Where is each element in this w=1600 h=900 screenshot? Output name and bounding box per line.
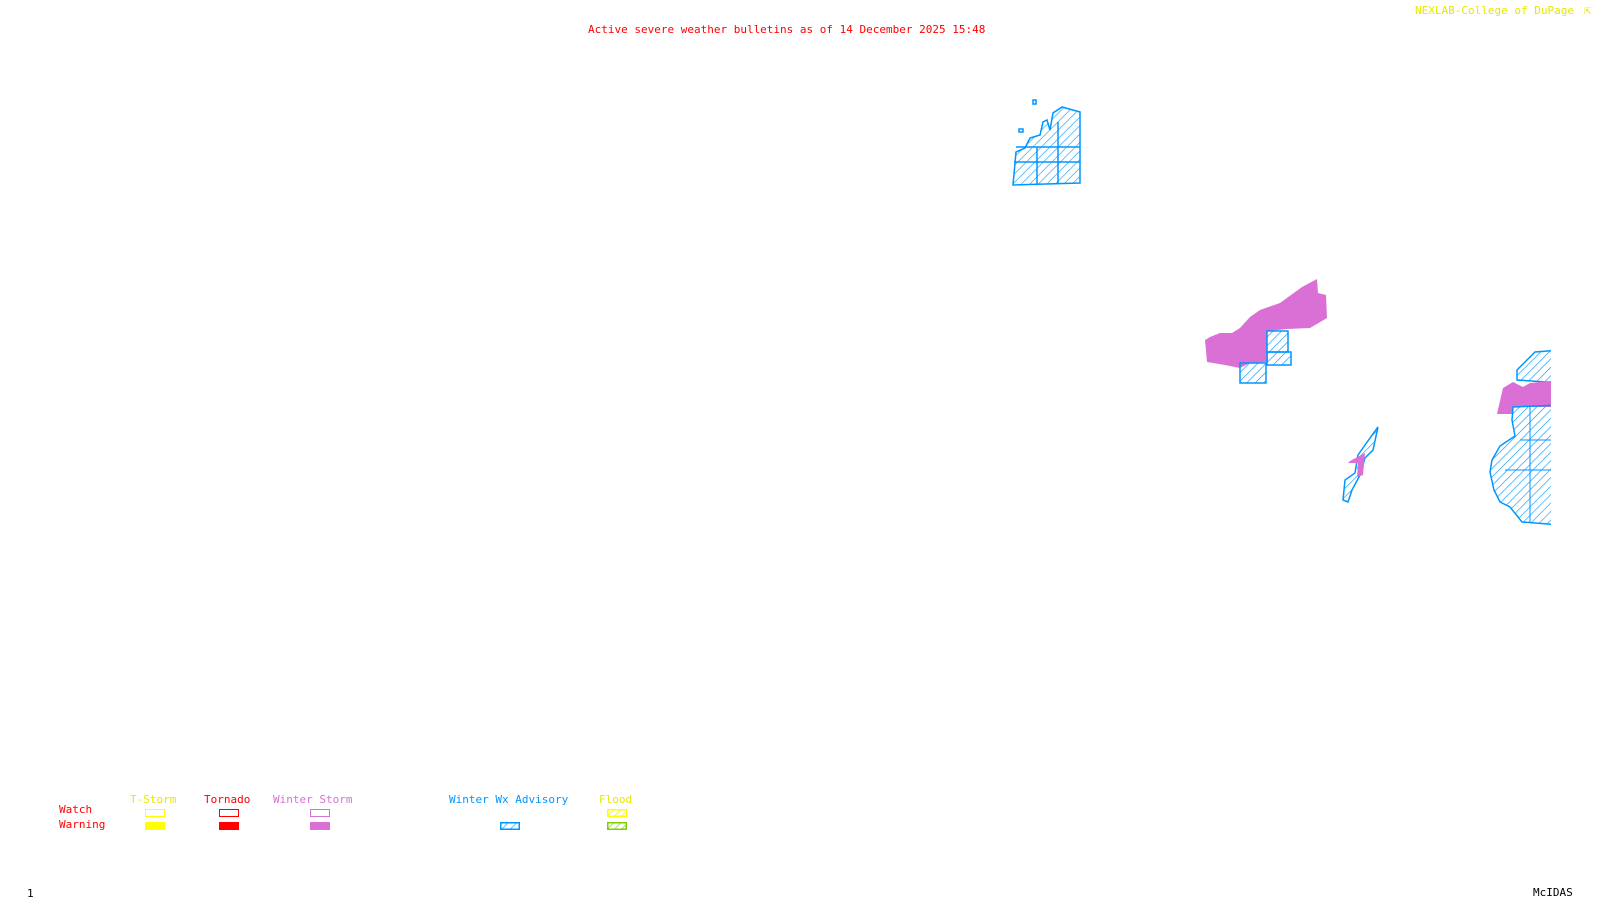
legend-tstorm-warning-swatch bbox=[145, 822, 165, 830]
credit-text: NEXLAB-College of DuPage bbox=[1415, 4, 1574, 17]
software-label: McIDAS bbox=[1533, 886, 1573, 899]
nexlab-logo-icon: ⇱ bbox=[1584, 3, 1592, 17]
legend-flood-watch-swatch bbox=[607, 809, 627, 817]
advisory-area-central bbox=[1239, 330, 1292, 384]
legend-tornado-watch-swatch bbox=[219, 809, 239, 817]
legend-winter-wx-advisory-label: Winter Wx Advisory bbox=[449, 793, 569, 806]
legend-winter-storm-warning-swatch bbox=[310, 822, 330, 830]
advisory-area-island bbox=[1342, 426, 1379, 503]
winter-storm-warning-area-1 bbox=[1205, 279, 1327, 368]
frame-number: 1 bbox=[27, 887, 34, 900]
legend-row-watch: Watch bbox=[59, 803, 93, 816]
legend-tornado-label: Tornado bbox=[204, 793, 251, 806]
legend-winter-storm-watch-swatch bbox=[310, 809, 330, 817]
legend-row-warning: Warning bbox=[59, 818, 106, 831]
legend-winter-wx-advisory-swatch bbox=[500, 822, 520, 830]
page-title: Active severe weather bulletins as of 14… bbox=[588, 23, 986, 36]
legend-tstorm-watch-swatch bbox=[145, 809, 165, 817]
legend-winter-storm-label: Winter Storm bbox=[273, 793, 353, 806]
legend-tstorm-label: T-Storm bbox=[130, 793, 177, 806]
legend-tornado-warning-swatch bbox=[219, 822, 239, 830]
advisory-area-east bbox=[1489, 349, 1551, 526]
legend-flood-label: Flood bbox=[599, 793, 633, 806]
legend-flood-warning-swatch bbox=[607, 822, 627, 830]
advisory-area-north bbox=[1012, 99, 1081, 186]
